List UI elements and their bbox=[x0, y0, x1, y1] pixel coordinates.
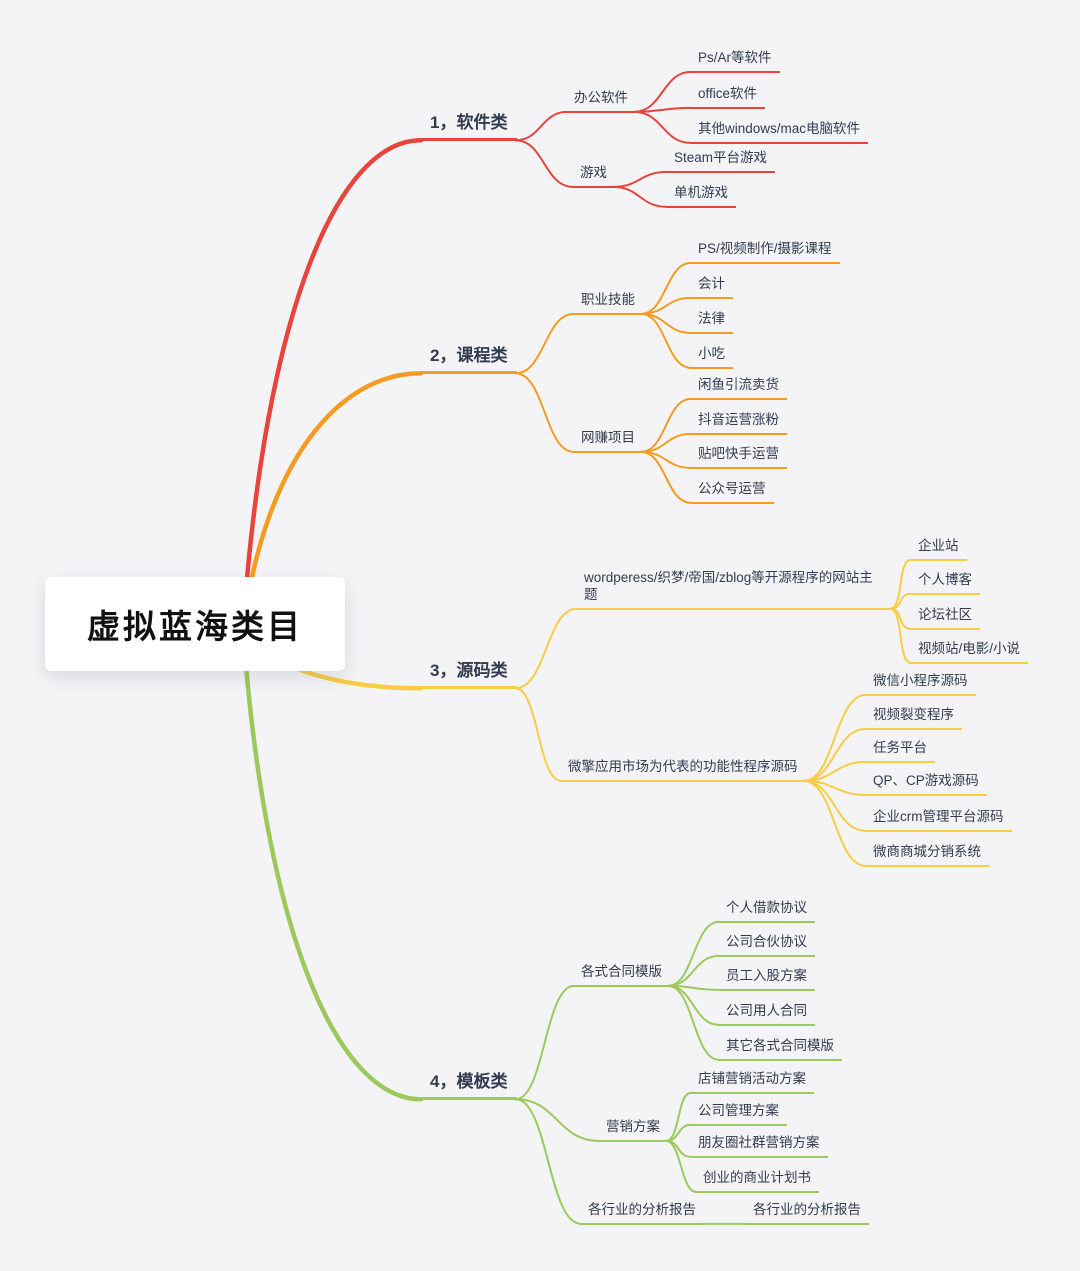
node-wechat-miniprogram-source[interactable]: 微信小程序源码 bbox=[865, 671, 976, 696]
node-startup-business-plan[interactable]: 创业的商业计划书 bbox=[695, 1168, 819, 1193]
node-other-contract-templates[interactable]: 其它各式合同模版 bbox=[718, 1036, 842, 1061]
node-vocational-skills[interactable]: 职业技能 bbox=[573, 290, 643, 315]
node-personal-loan-agreement[interactable]: 个人借款协议 bbox=[718, 898, 815, 923]
node-douyin-operation-fans[interactable]: 抖音运营涨粉 bbox=[690, 410, 787, 435]
node-forum-community[interactable]: 论坛社区 bbox=[910, 605, 980, 630]
node-marketing-plans[interactable]: 营销方案 bbox=[598, 1117, 668, 1142]
node-standalone-games[interactable]: 单机游戏 bbox=[666, 183, 736, 208]
node-partnership-agreement[interactable]: 公司合伙协议 bbox=[718, 932, 815, 957]
node-industry-analysis-reports[interactable]: 各行业的分析报告 bbox=[580, 1200, 704, 1225]
node-ps-ar-software[interactable]: Ps/Ar等软件 bbox=[690, 48, 780, 73]
node-enterprise-crm-source[interactable]: 企业crm管理平台源码 bbox=[865, 807, 1012, 832]
node-employment-contract[interactable]: 公司用人合同 bbox=[718, 1001, 815, 1026]
node-steam-games[interactable]: Steam平台游戏 bbox=[666, 148, 776, 173]
node-enterprise-site[interactable]: 企业站 bbox=[910, 536, 967, 561]
node-contract-templates[interactable]: 各式合同模版 bbox=[573, 962, 670, 987]
node-industry-analysis-report-leaf[interactable]: 各行业的分析报告 bbox=[745, 1200, 869, 1225]
node-snacks[interactable]: 小吃 bbox=[690, 344, 733, 369]
node-xianyu-traffic-sales[interactable]: 闲鱼引流卖货 bbox=[690, 375, 787, 400]
branch-source-code[interactable]: 3，源码类 bbox=[420, 658, 518, 690]
node-moments-community-marketing[interactable]: 朋友圈社群营销方案 bbox=[690, 1133, 828, 1158]
central-topic[interactable]: 虚拟蓝海类目 bbox=[45, 577, 345, 671]
branch-templates[interactable]: 4，模板类 bbox=[420, 1069, 518, 1101]
node-money-making-projects[interactable]: 网赚项目 bbox=[573, 428, 643, 453]
node-personal-blog[interactable]: 个人博客 bbox=[910, 570, 980, 595]
node-open-source-website-themes[interactable]: wordperess/织梦/帝国/zblog等开源程序的网站主题 bbox=[576, 568, 892, 610]
node-qp-cp-game-source[interactable]: QP、CP游戏源码 bbox=[865, 771, 987, 796]
node-task-platform[interactable]: 任务平台 bbox=[865, 738, 935, 763]
node-company-management-plan[interactable]: 公司管理方案 bbox=[690, 1101, 787, 1126]
node-official-account-operation[interactable]: 公众号运营 bbox=[690, 479, 774, 504]
node-accounting[interactable]: 会计 bbox=[690, 274, 733, 299]
node-weiqing-functional-source[interactable]: 微擎应用市场为代表的功能性程序源码 bbox=[560, 757, 806, 782]
node-ps-video-photography-course[interactable]: PS/视频制作/摄影课程 bbox=[690, 239, 840, 264]
node-video-fission-program[interactable]: 视频裂变程序 bbox=[865, 705, 962, 730]
node-law[interactable]: 法律 bbox=[690, 309, 733, 334]
branch-software[interactable]: 1，软件类 bbox=[420, 110, 518, 142]
node-office-suite[interactable]: office软件 bbox=[690, 84, 766, 109]
node-games[interactable]: 游戏 bbox=[572, 163, 615, 188]
node-other-pc-software[interactable]: 其他windows/mac电脑软件 bbox=[690, 119, 869, 144]
node-weishang-mall-distribution[interactable]: 微商商城分销系统 bbox=[865, 842, 989, 867]
node-employee-equity-plan[interactable]: 员工入股方案 bbox=[718, 966, 815, 991]
node-office-software[interactable]: 办公软件 bbox=[566, 88, 636, 113]
node-tieba-kuaishou-operation[interactable]: 贴吧快手运营 bbox=[690, 444, 787, 469]
node-video-movie-novel-site[interactable]: 视频站/电影/小说 bbox=[910, 639, 1029, 664]
branch-courses[interactable]: 2，课程类 bbox=[420, 343, 518, 375]
node-store-marketing-plan[interactable]: 店铺营销活动方案 bbox=[690, 1069, 814, 1094]
